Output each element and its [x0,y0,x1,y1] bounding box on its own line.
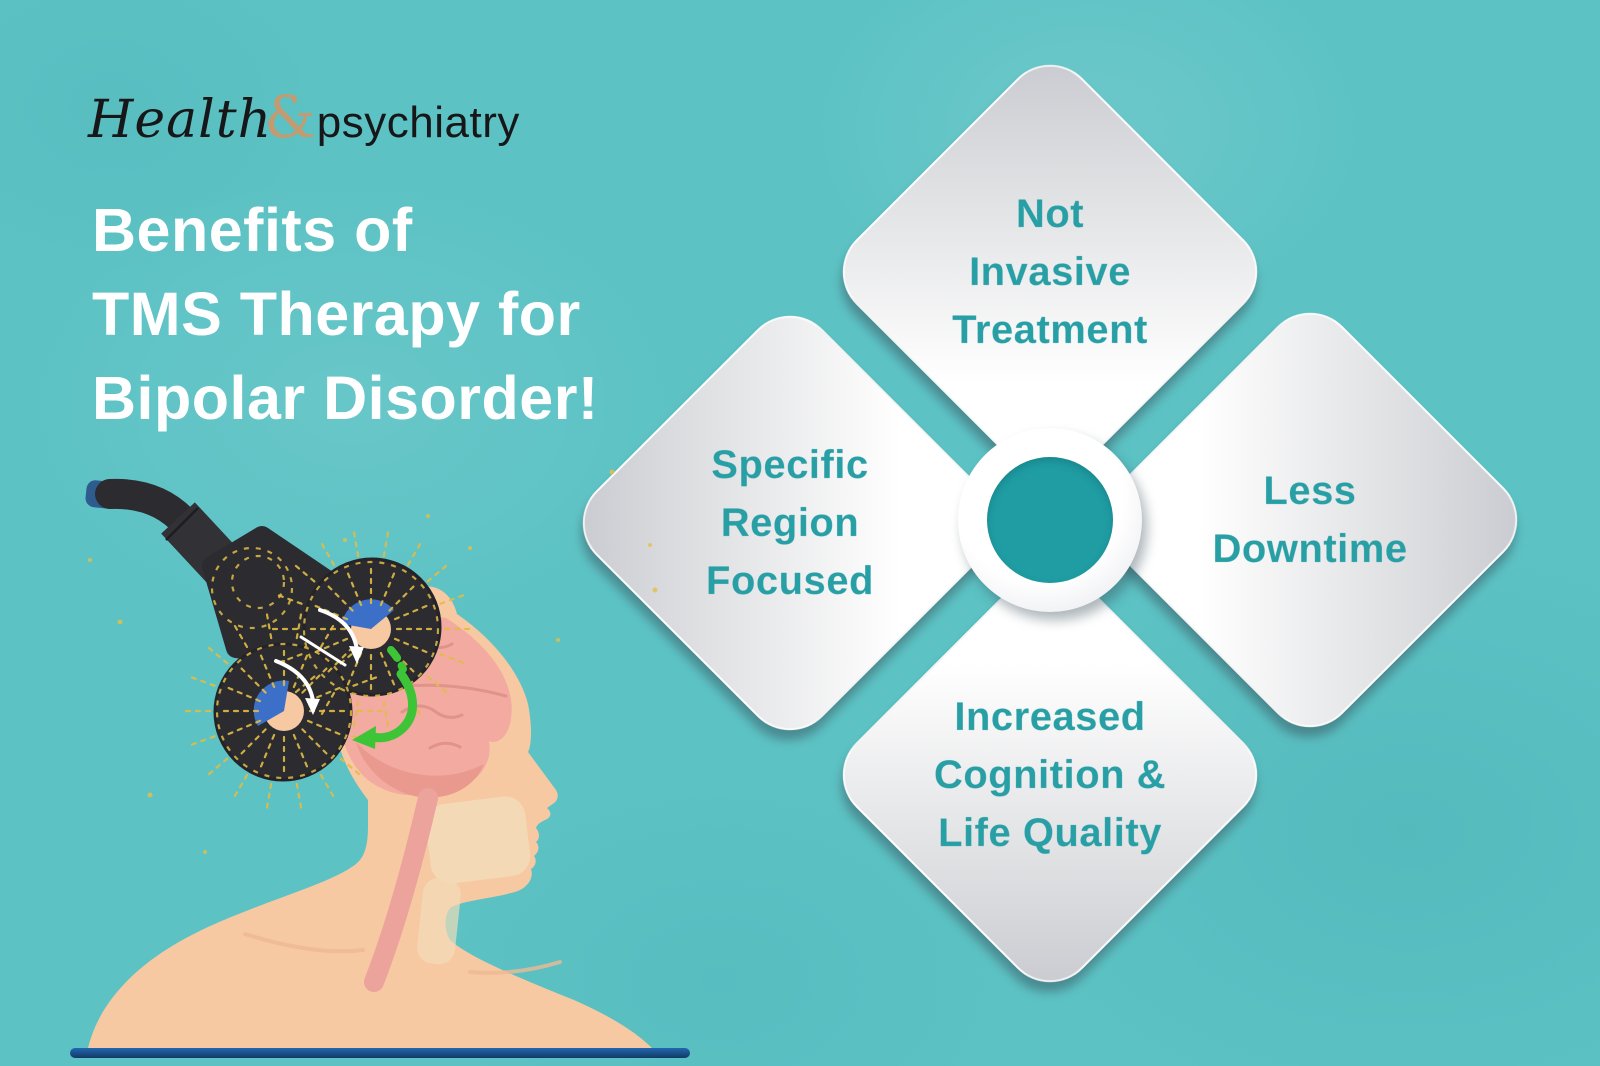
magnetic-field-rays [309,567,433,691]
field-ring [302,560,440,698]
magnetic-field-rays [267,527,475,731]
card-line: Increased [954,695,1146,739]
coil-housing [202,526,340,666]
title-line-2: TMS Therapy for [92,280,581,349]
card-line: Cognition & [933,753,1167,797]
card-line: Less [1263,469,1357,513]
title-line-3: Bipolar Disorder! [92,364,599,433]
coil-center-blue-upper [341,599,394,629]
person-silhouette [86,586,660,1058]
handle-tip [85,480,119,509]
center-hub-core [987,457,1113,583]
coil-hole-lower [264,691,304,731]
handle-body [161,502,262,606]
brainstem [364,788,438,992]
coil-center-blue-lower [253,680,289,726]
brand-logo: Health & psychiatry [88,88,520,150]
page-title: Benefits of TMS Therapy for Bipolar Diso… [92,188,599,441]
base-line [70,1048,690,1058]
magnetic-field-rays [180,609,388,813]
coil-current-arrows [274,608,359,703]
field-ring [215,642,353,780]
logo-health-text: Health [88,90,273,150]
card-line: Treatment [952,308,1148,352]
field-ring [210,546,294,630]
logo-psychiatry-text: psychiatry [316,98,520,147]
shoulder-creases [243,932,562,975]
jaw-highlight [417,796,531,965]
tms-coil-device [85,478,442,782]
brain-folds [370,636,508,750]
sparkle-dots [88,469,658,854]
title-line-1: Benefits of [92,196,413,264]
handle-seam [165,507,199,541]
center-hub-ring [958,428,1142,612]
card-line: Life Quality [938,811,1162,855]
arrowhead [305,698,320,715]
magnetic-field-rays [222,649,346,773]
handle-neck [95,478,201,539]
card-line: Focused [706,559,874,603]
coil-disc-lower [213,642,353,782]
card-line: Specific [711,443,869,487]
field-ring [230,554,286,610]
card-line: Not [1015,192,1085,236]
brain [339,615,512,992]
card-line: Invasive [969,250,1131,294]
coil-hole-upper [351,609,391,649]
stimulation-arrow [352,646,418,749]
benefit-card-label: Increased Cognition & Life Quality [892,617,1208,933]
card-line: Downtime [1212,527,1408,571]
logo-ampersand: & [264,83,316,151]
coil-disc-upper [302,557,442,697]
arrowhead [349,646,364,664]
card-line: Region [720,501,860,545]
